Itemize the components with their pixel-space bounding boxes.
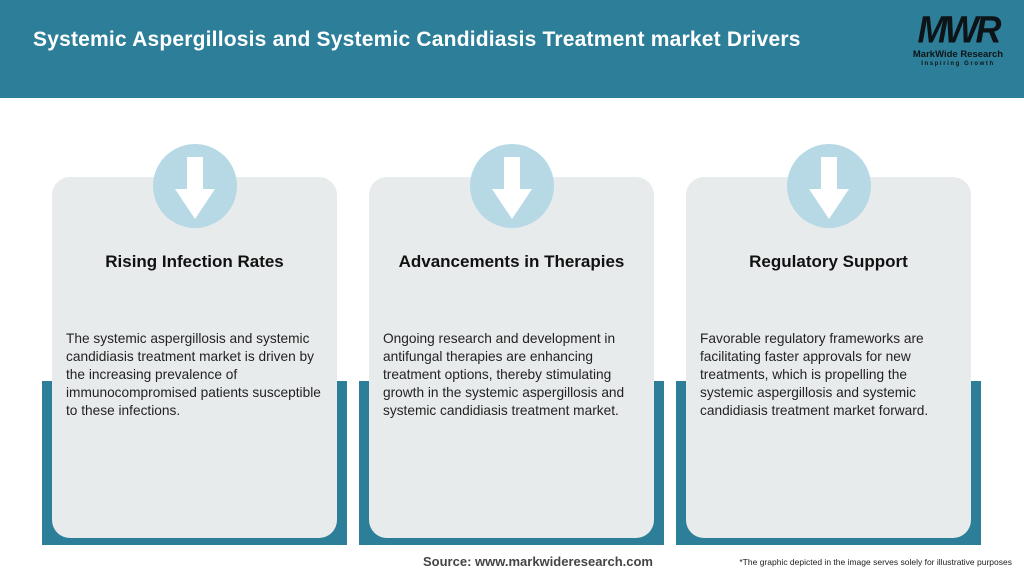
logo-name: MarkWide Research [912, 49, 1004, 60]
disclaimer-text: *The graphic depicted in the image serve… [739, 557, 1012, 567]
card-body [369, 177, 654, 538]
driver-card-regulatory-support: Regulatory Support Favorable regulatory … [676, 0, 981, 576]
card-body [52, 177, 337, 538]
card-title: Regulatory Support [749, 252, 908, 271]
logo-tagline: Inspiring Growth [921, 61, 995, 67]
card-description: Favorable regulatory frameworks are faci… [700, 331, 929, 418]
page-title: Systemic Aspergillosis and Systemic Cand… [33, 28, 801, 51]
card-title: Advancements in Therapies [398, 252, 625, 271]
card-title: Rising Infection Rates [105, 252, 284, 271]
driver-card-advancements-in-therapies: Advancements in Therapies Ongoing resear… [359, 0, 664, 576]
logo-monogram: MWR [917, 7, 1002, 51]
down-arrow-icon [152, 144, 237, 228]
down-arrow-icon [469, 144, 554, 228]
source-text: Source: www.markwideresearch.com [422, 554, 654, 569]
down-arrow-icon [786, 144, 871, 228]
card-description: Ongoing research and development in anti… [383, 331, 625, 418]
markwide-research-logo: MWR MarkWide Research Inspiring Growth [908, 7, 1008, 67]
driver-card-rising-infection-rates: Rising Infection Rates The systemic aspe… [42, 0, 347, 576]
header-bar: Systemic Aspergillosis and Systemic Cand… [0, 0, 1024, 98]
card-description: The systemic aspergillosis and systemic … [66, 331, 321, 418]
card-body [686, 177, 971, 538]
